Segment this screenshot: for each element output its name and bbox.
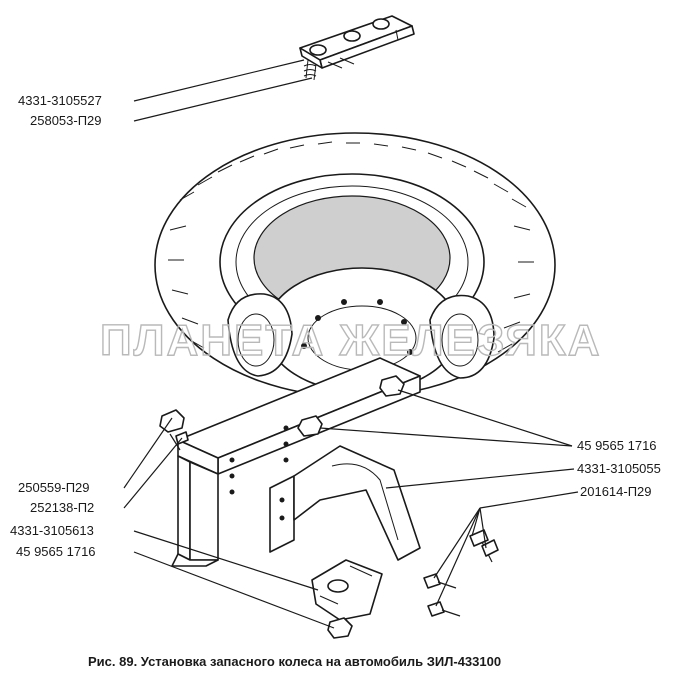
upper-bracket	[299, 15, 415, 81]
label-4331-3105055: 4331-3105055	[577, 461, 661, 476]
label-250559-p29: 250559-П29	[18, 480, 90, 495]
label-45-9565-1716-left: 45 9565 1716	[16, 544, 96, 559]
frame-channel	[171, 357, 421, 567]
spare-tire	[154, 132, 556, 398]
label-4331-3105527: 4331-3105527	[18, 93, 102, 108]
label-4331-3105613: 4331-3105613	[10, 523, 94, 538]
label-45-9565-1716-right: 45 9565 1716	[577, 438, 657, 453]
label-252138-p2: 252138-П2	[30, 500, 94, 515]
label-258053-p29: 258053-П29	[30, 113, 102, 128]
figure-caption: Рис. 89. Установка запасного колеса на а…	[88, 654, 501, 669]
clamp	[311, 559, 383, 621]
holder-bracket	[269, 445, 421, 561]
leader-lines	[123, 59, 579, 629]
fasteners	[159, 375, 499, 639]
label-201614-p29: 201614-П29	[580, 484, 652, 499]
watermark-text: ПЛАНЕТА ЖЕЛЕЗЯКА	[100, 316, 602, 365]
